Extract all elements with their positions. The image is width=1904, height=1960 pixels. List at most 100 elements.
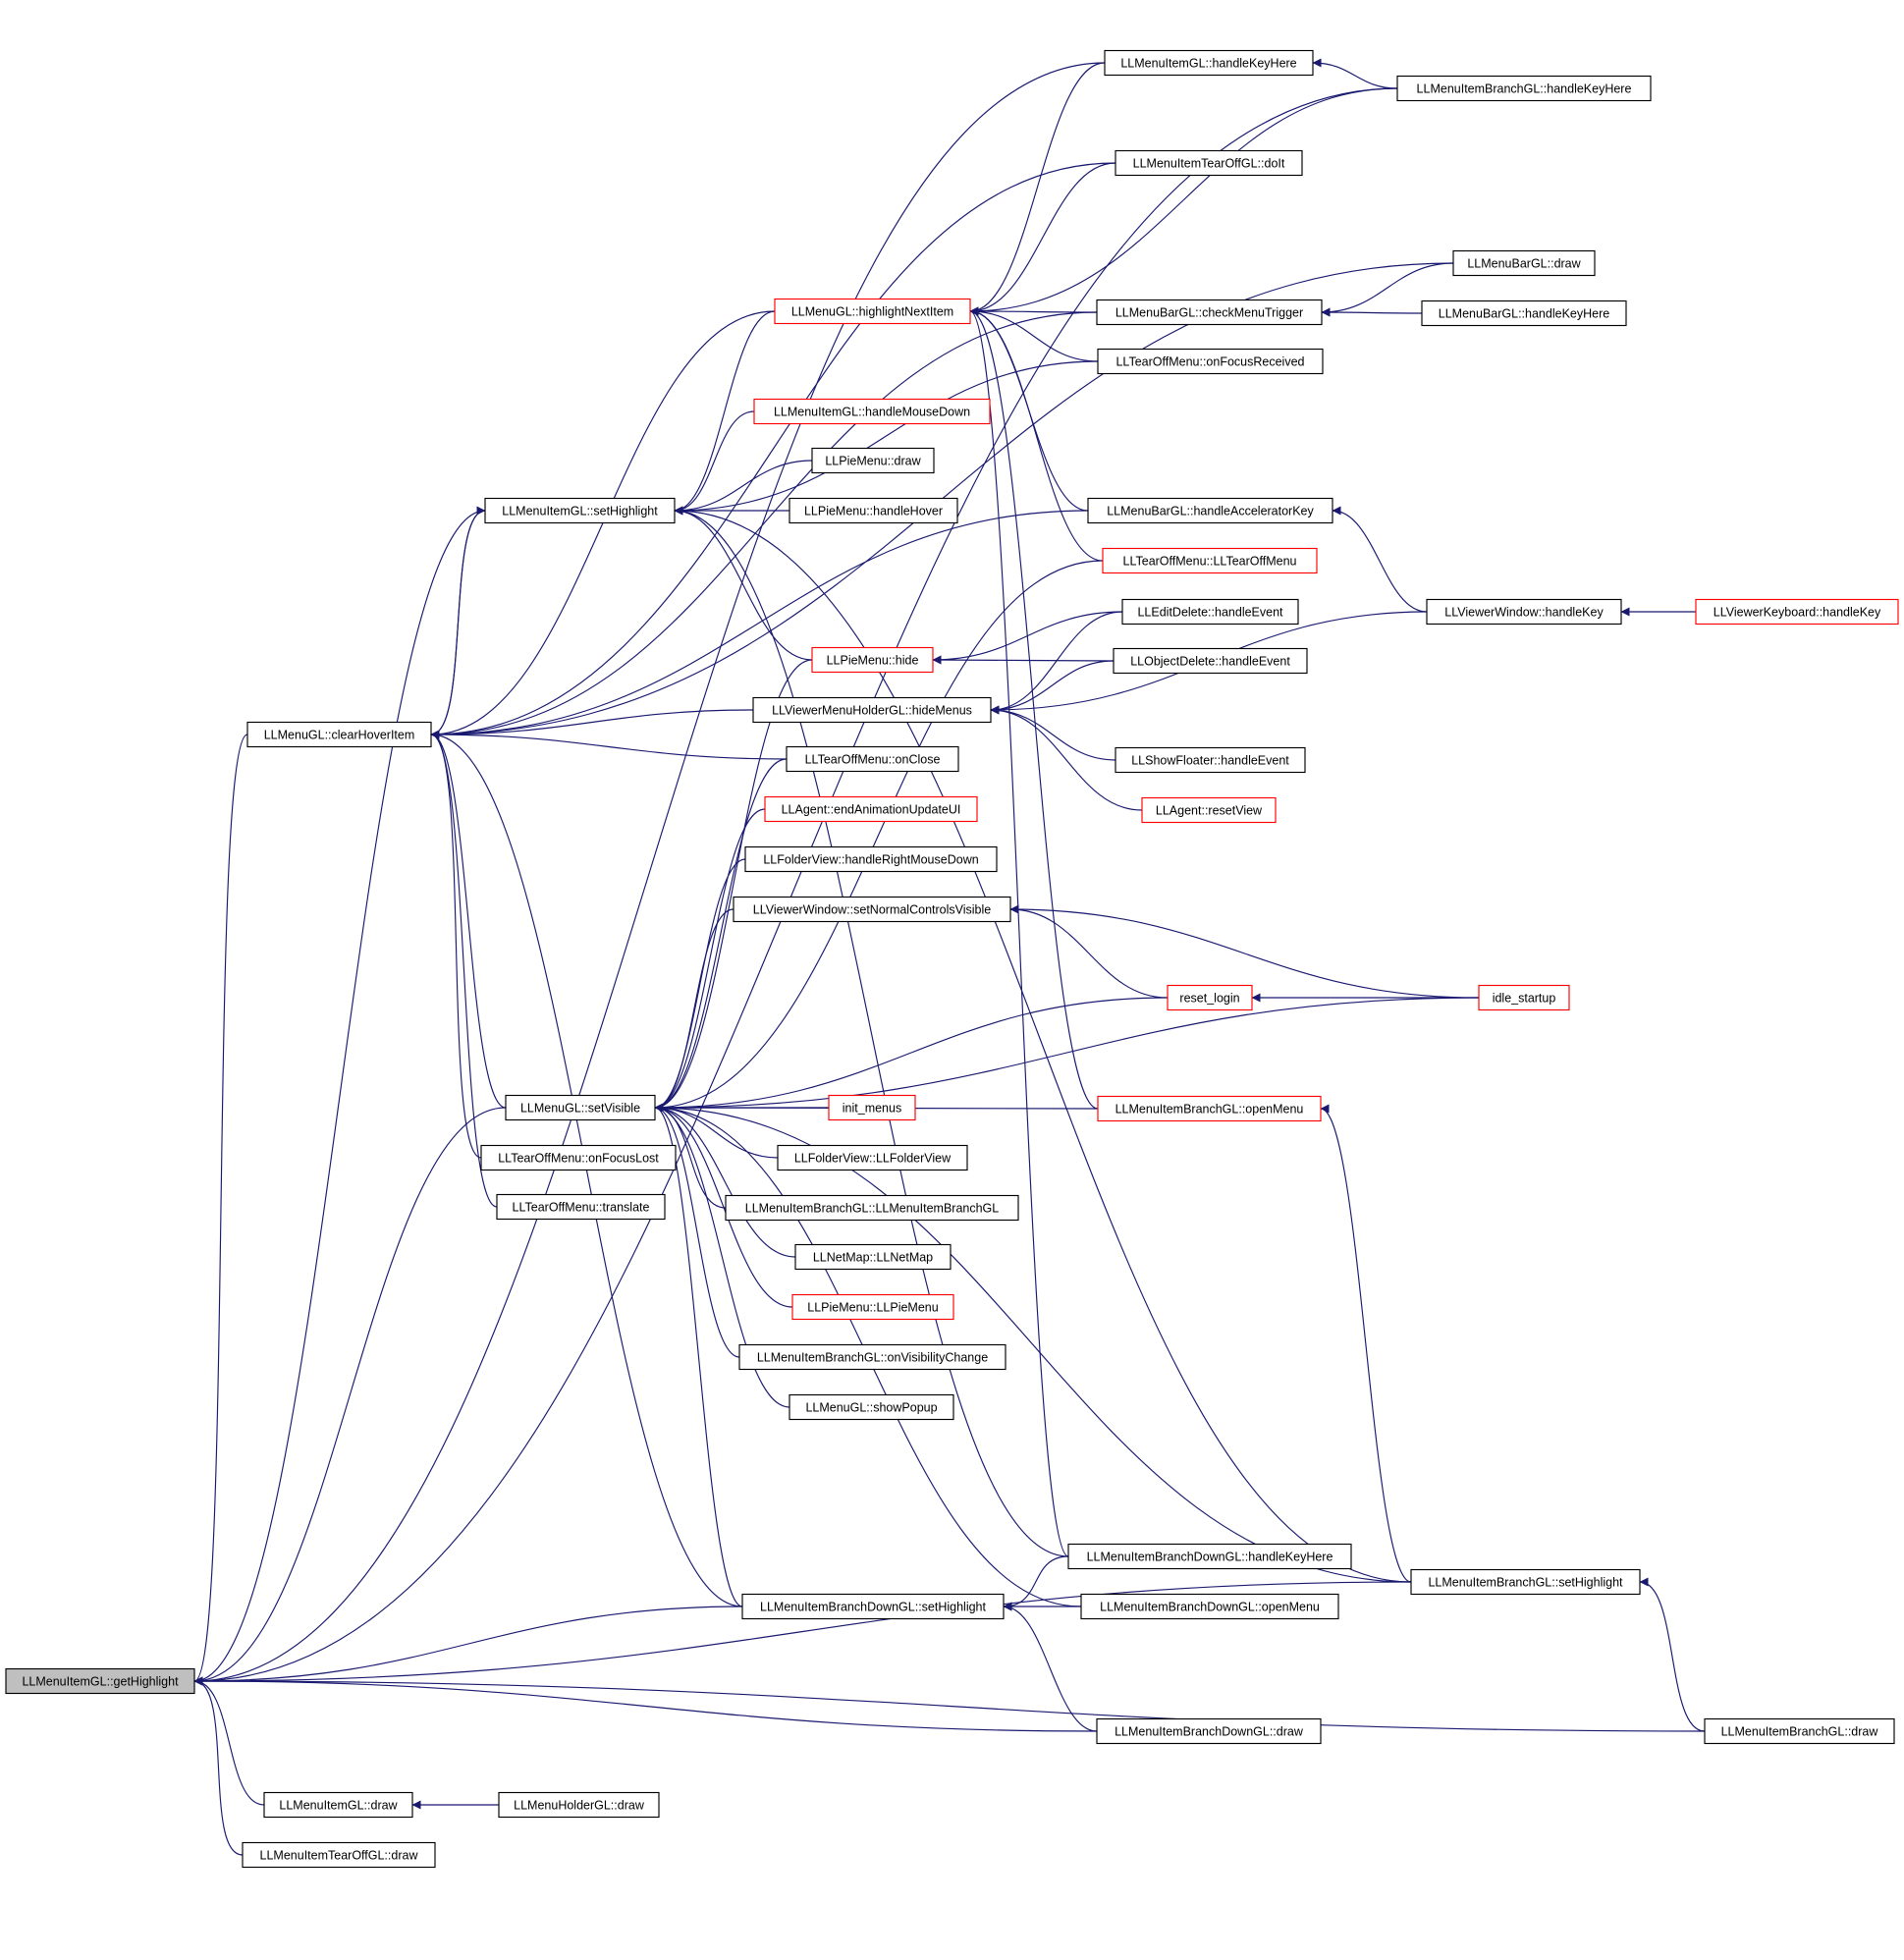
node-pie-hover[interactable]: LLPieMenu::handleHover: [789, 497, 958, 524]
node-net-map[interactable]: LLNetMap::LLNetMap: [794, 1243, 952, 1271]
node-show-floater[interactable]: LLShowFloater::handleEvent: [1115, 746, 1306, 774]
node-label: LLMenuBarGL::draw: [1467, 257, 1581, 271]
node-item-key-here[interactable]: LLMenuItemGL::handleKeyHere: [1104, 49, 1314, 77]
node-label: LLMenuItemTearOffGL::doIt: [1133, 157, 1285, 171]
node-pie-hide[interactable]: LLPieMenu::hide: [811, 646, 934, 674]
node-holder-draw[interactable]: LLMenuHolderGL::draw: [498, 1791, 660, 1819]
node-label: LLMenuItemGL::setHighlight: [502, 505, 658, 518]
node-label: LLTearOffMenu::translate: [513, 1201, 650, 1215]
edge-on-close-to-set-visible: [654, 758, 788, 1113]
node-label: LLMenuItemBranchGL::handleKeyHere: [1417, 82, 1632, 96]
node-branch-open[interactable]: LLMenuItemBranchGL::openMenu: [1097, 1095, 1322, 1122]
edge-set-highlight-to-get-highlight: [193, 510, 486, 1686]
edge-down-key-here-to-branch-down-set-hl: [1003, 1555, 1069, 1611]
node-down-key-here[interactable]: LLMenuItemBranchDownGL::handleKeyHere: [1067, 1543, 1352, 1570]
node-down-draw[interactable]: LLMenuItemBranchDownGL::draw: [1096, 1717, 1322, 1745]
node-box: [828, 1094, 916, 1121]
node-label: idle_startup: [1493, 992, 1556, 1006]
node-box: [1396, 75, 1652, 102]
node-box: [811, 447, 935, 474]
node-box: [1115, 746, 1306, 774]
node-show-popup[interactable]: LLMenuGL::showPopup: [789, 1393, 954, 1421]
node-tear-off-ctor[interactable]: LLTearOffMenu::LLTearOffMenu: [1102, 547, 1318, 574]
node-init-menus[interactable]: init_menus: [828, 1094, 916, 1121]
node-box: [484, 497, 676, 524]
node-item-draw[interactable]: LLMenuItemGL::draw: [263, 1791, 413, 1819]
edge-on-focus-lost-to-clear-hover-item: [430, 730, 482, 1159]
edge-obj-delete-to-hide-menus: [990, 660, 1115, 715]
node-set-visible[interactable]: LLMenuGL::setVisible: [505, 1094, 656, 1121]
node-box: [774, 298, 971, 325]
node-get-highlight[interactable]: LLMenuItemGL::getHighlight: [5, 1667, 195, 1695]
node-box: [733, 896, 1011, 923]
node-clear-hover-item[interactable]: LLMenuGL::clearHoverItem: [246, 721, 432, 748]
node-bar-key-here[interactable]: LLMenuBarGL::handleKeyHere: [1421, 299, 1627, 327]
node-edit-delete[interactable]: LLEditDelete::handleEvent: [1121, 598, 1299, 626]
node-bar-draw[interactable]: LLMenuBarGL::draw: [1452, 249, 1596, 277]
node-on-focus-lost[interactable]: LLTearOffMenu::onFocusLost: [480, 1144, 677, 1171]
node-branch-ctor[interactable]: LLMenuItemBranchGL::LLMenuItemBranchGL: [725, 1194, 1019, 1222]
node-handle-mouse-down[interactable]: LLMenuItemGL::handleMouseDown: [753, 398, 991, 425]
edge-tear-off-draw-to-get-highlight: [193, 1676, 244, 1856]
node-accel-key[interactable]: LLMenuBarGL::handleAcceleratorKey: [1087, 497, 1333, 524]
edge-set-normal-to-set-visible: [654, 908, 734, 1113]
node-viewer-handle-key[interactable]: LLViewerWindow::handleKey: [1426, 598, 1622, 626]
node-box: [505, 1094, 656, 1121]
node-label: LLMenuItemTearOffGL::draw: [260, 1849, 419, 1863]
node-end-anim[interactable]: LLAgent::endAnimationUpdateUI: [764, 795, 978, 823]
node-branch-key-here[interactable]: LLMenuItemBranchGL::handleKeyHere: [1396, 75, 1652, 102]
node-label: LLObjectDelete::handleEvent: [1130, 655, 1290, 669]
node-label: LLTearOffMenu::onFocusLost: [498, 1152, 659, 1166]
node-focus-received[interactable]: LLTearOffMenu::onFocusReceived: [1097, 348, 1324, 375]
edge-reset-view-to-hide-menus: [990, 705, 1143, 811]
node-tear-off-draw[interactable]: LLMenuItemTearOffGL::draw: [242, 1841, 436, 1869]
edge-bar-key-here-to-check-trigger: [1321, 307, 1423, 317]
node-box: [246, 721, 432, 748]
node-translate[interactable]: LLTearOffMenu::translate: [496, 1193, 666, 1221]
node-branch-draw[interactable]: LLMenuItemBranchGL::draw: [1704, 1717, 1895, 1745]
node-label: LLAgent::endAnimationUpdateUI: [782, 803, 961, 817]
node-tear-off-do-it[interactable]: LLMenuItemTearOffGL::doIt: [1115, 149, 1303, 177]
node-box: [1410, 1568, 1641, 1596]
edge-reset-login-to-set-visible: [654, 997, 1169, 1113]
node-box: [1695, 598, 1899, 626]
node-label: LLMenuBarGL::handleKeyHere: [1439, 307, 1609, 321]
node-on-vis-change[interactable]: LLMenuItemBranchGL::onVisibilityChange: [738, 1343, 1006, 1371]
node-box: [789, 1393, 954, 1421]
node-branch-set-hl[interactable]: LLMenuItemBranchGL::setHighlight: [1410, 1568, 1641, 1596]
node-label: LLMenuItemBranchDownGL::setHighlight: [760, 1601, 987, 1614]
node-box: [1097, 1095, 1322, 1122]
node-obj-delete[interactable]: LLObjectDelete::handleEvent: [1113, 647, 1308, 675]
node-reset-view[interactable]: LLAgent::resetView: [1141, 796, 1277, 824]
node-folder-rmd[interactable]: LLFolderView::handleRightMouseDown: [744, 845, 998, 873]
node-idle-startup[interactable]: idle_startup: [1478, 984, 1570, 1011]
nodes-layer: LLMenuItemGL::getHighlight LLMenuGL::clea…: [5, 49, 1899, 1869]
node-box: [1478, 984, 1570, 1011]
edge-branch-set-hl-to-branch-open: [1320, 1104, 1412, 1583]
node-set-normal[interactable]: LLViewerWindow::setNormalControlsVisible: [733, 896, 1011, 923]
edge-item-draw-to-get-highlight: [193, 1676, 265, 1806]
node-pie-ctor[interactable]: LLPieMenu::LLPieMenu: [791, 1293, 954, 1321]
node-label: LLMenuItemGL::handleKeyHere: [1120, 57, 1296, 71]
node-label: LLMenuGL::showPopup: [805, 1401, 937, 1415]
edge-pie-hide-to-set-visible: [654, 659, 813, 1113]
node-keyboard-key[interactable]: LLViewerKeyboard::handleKey: [1695, 598, 1899, 626]
node-box: [811, 646, 934, 674]
node-label: LLViewerMenuHolderGL::hideMenus: [772, 704, 972, 718]
node-down-open[interactable]: LLMenuItemBranchDownGL::openMenu: [1080, 1593, 1339, 1620]
node-box: [496, 1193, 666, 1221]
edge-branch-key-here-to-get-highlight: [193, 87, 1398, 1686]
node-box: [498, 1791, 660, 1819]
node-reset-login[interactable]: reset_login: [1167, 984, 1253, 1011]
node-folder-view[interactable]: LLFolderView::LLFolderView: [777, 1144, 968, 1171]
node-set-highlight[interactable]: LLMenuItemGL::setHighlight: [484, 497, 676, 524]
edge-branch-down-set-hl-to-get-highlight: [193, 1606, 743, 1686]
node-pie-draw[interactable]: LLPieMenu::draw: [811, 447, 935, 474]
node-label: LLNetMap::LLNetMap: [813, 1251, 933, 1265]
node-on-close[interactable]: LLTearOffMenu::onClose: [786, 745, 959, 773]
node-check-trigger[interactable]: LLMenuBarGL::checkMenuTrigger: [1096, 299, 1323, 326]
node-label: LLViewerWindow::handleKey: [1444, 606, 1604, 620]
node-hide-menus[interactable]: LLViewerMenuHolderGL::hideMenus: [752, 696, 992, 724]
node-branch-down-set-hl[interactable]: LLMenuItemBranchDownGL::setHighlight: [741, 1593, 1005, 1620]
node-highlight-next[interactable]: LLMenuGL::highlightNextItem: [774, 298, 971, 325]
